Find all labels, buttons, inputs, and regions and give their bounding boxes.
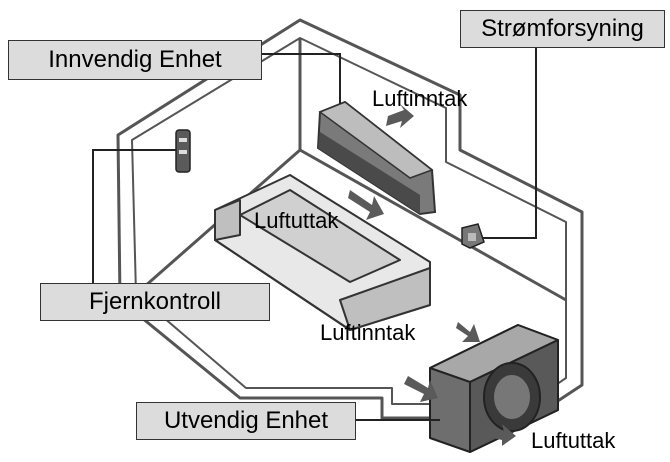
leader-remote [92,149,176,283]
arrow-outdoor-intake-side [404,376,438,402]
label-outdoor-unit: Utvendig Enhet [136,402,356,440]
label-indoor-unit: Innvendig Enhet [8,40,262,80]
label-outdoor-outlet: Luftuttak [531,428,616,453]
label-outdoor-intake: Luftinntak [320,320,416,345]
label-indoor-intake: Luftinntak [372,86,468,111]
arrow-indoor-outlet [348,190,384,220]
label-indoor-outlet: Luftuttak [254,208,339,233]
arrow-outdoor-outlet [484,424,516,446]
label-remote-control: Fjernkontroll [40,283,270,321]
arrow-indoor-intake [386,104,414,128]
label-power-supply: Strømforsyning [460,10,665,48]
sofa-shape [214,174,431,331]
floor-right-line [299,148,567,302]
arrow-outdoor-intake-top [456,322,480,342]
indoor-unit-shape [316,100,437,216]
leader-indoor [262,53,341,104]
power-socket-shape [461,223,485,249]
outdoor-unit-shape [429,324,559,453]
leader-power [482,48,537,239]
remote-control-shape [175,129,191,173]
airflow-arrows [348,104,516,446]
